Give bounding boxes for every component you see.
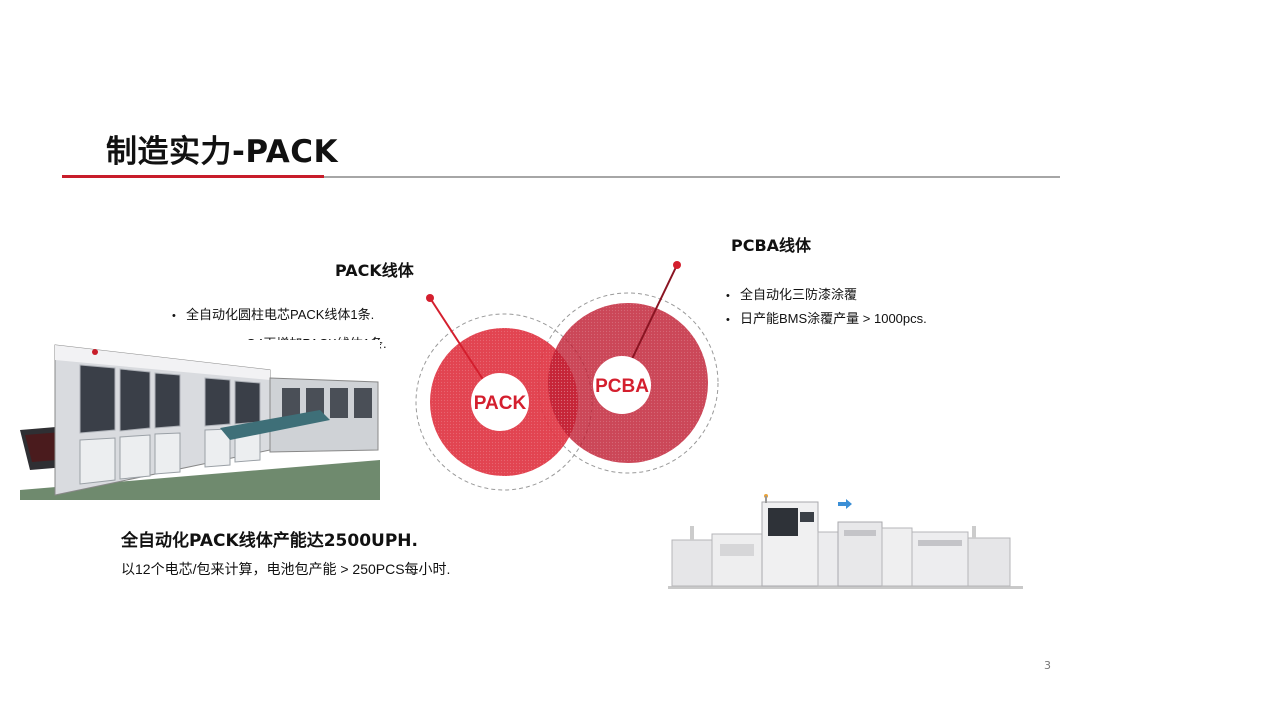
title-rule-red — [62, 175, 324, 178]
page-title: 制造实力-PACK — [106, 134, 339, 170]
pcba-bullet-2-text: 日产能BMS涂覆产量 > 1000pcs. — [740, 311, 927, 326]
pack-bullet-1: • 全自动化圆柱电芯PACK线体1条. — [172, 304, 374, 323]
venn-diagram: PACK PCBA — [415, 261, 719, 491]
pack-label: PACK — [474, 393, 527, 414]
pcba-bullet-2: • 日产能BMS涂覆产量 > 1000pcs. — [726, 308, 927, 327]
page-number: 3 — [1044, 659, 1051, 672]
capacity-detail: 以12个电芯/包来计算，电池包产能 > 250PCS每小时. — [121, 561, 451, 577]
bullet-dot: • — [726, 290, 730, 302]
pcba-leader-dot — [673, 261, 681, 269]
pack-leader-line — [429, 297, 485, 382]
pack-line-photo — [20, 340, 380, 500]
pcba-leader-line — [631, 264, 678, 360]
pcba-bullet-1: • 全自动化三防漆涂覆 — [726, 284, 857, 303]
pcba-label: PCBA — [595, 376, 649, 397]
bullet-dot: • — [726, 314, 730, 326]
pcba-label-disc — [593, 356, 651, 414]
pack-bullet-1-text: 全自动化圆柱电芯PACK线体1条. — [186, 307, 375, 322]
pack-leader-dot — [426, 294, 434, 302]
pack-label-disc — [471, 373, 529, 431]
pcba-bullet-1-text: 全自动化三防漆涂覆 — [740, 287, 858, 302]
title-rule-gray — [62, 176, 1060, 178]
pcba-heading: PCBA线体 — [731, 236, 812, 255]
pack-heading: PACK线体 — [335, 261, 414, 280]
capacity-headline: 全自动化PACK线体产能达2500UPH. — [121, 531, 418, 551]
pcba-line-photo — [668, 482, 1023, 592]
bullet-dot: • — [172, 310, 176, 322]
